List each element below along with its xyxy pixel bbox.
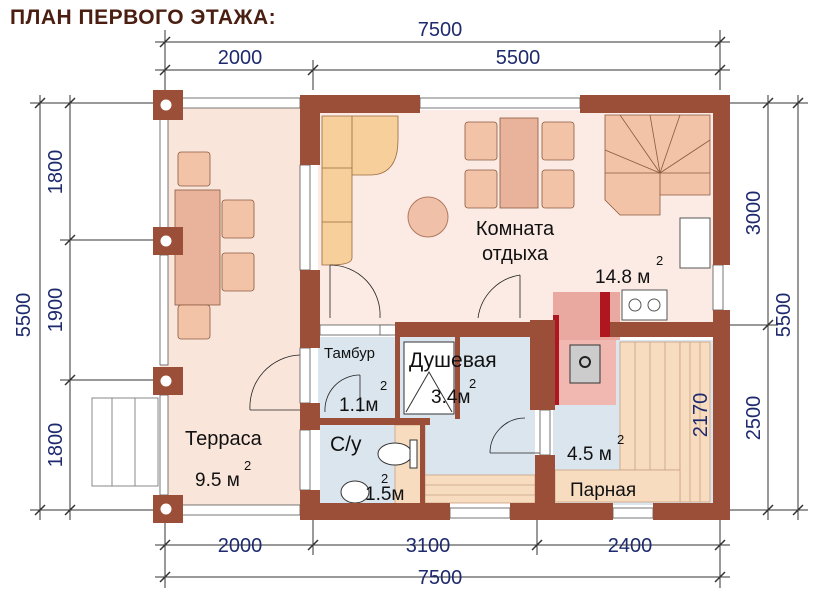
shower-tray [403, 341, 455, 415]
terrace-area: 9.5 м [195, 470, 240, 491]
living-room-area: 14.8 м [595, 267, 650, 288]
wc-area: 1.5м [365, 484, 404, 505]
dimension-ticks [34, 36, 804, 583]
post-rings [159, 98, 173, 516]
tambur-area-sup: 2 [380, 378, 387, 393]
dim-left-1: 1800 [45, 150, 67, 195]
tambur-name: Тамбур [324, 345, 375, 362]
dim-top-right: 5500 [496, 47, 541, 69]
doors [249, 264, 540, 454]
wc-area-sup: 2 [381, 471, 388, 486]
dim-sauna-inner: 2170 [690, 393, 712, 438]
terrace-name: Терраса [185, 428, 263, 450]
dim-right-total: 5500 [773, 293, 795, 338]
dim-bottom-total: 7500 [418, 567, 463, 589]
wc-name: С/у [330, 433, 362, 456]
tambur-floor [318, 337, 396, 419]
plan-title: ПЛАН ПЕРВОГО ЭТАЖА: [10, 6, 277, 29]
shower-area: 3.4м [431, 387, 470, 408]
sauna-area-sup: 2 [617, 432, 624, 447]
dim-left-2: 1900 [45, 288, 67, 333]
terrace-steps [91, 397, 159, 487]
living-room-name-2: отдыха [482, 243, 549, 265]
stove [553, 292, 620, 405]
round-table [407, 196, 449, 238]
walls [300, 95, 730, 520]
dim-top-left: 2000 [218, 47, 263, 69]
sauna-area: 4.5 м [567, 444, 612, 465]
dim-bottom-1: 2000 [218, 535, 263, 557]
staircase [604, 114, 711, 216]
dim-bottom-2: 3100 [406, 535, 451, 557]
tambur-area: 1.1м [339, 395, 378, 416]
sofa [321, 115, 399, 266]
terrace-posts [153, 90, 183, 523]
dim-bottom-3: 2400 [608, 535, 653, 557]
sauna-name: Парная [570, 480, 636, 501]
sink [679, 217, 711, 269]
windows [159, 97, 724, 519]
dim-left-3: 1800 [45, 423, 67, 468]
shower-name: Душевая [409, 349, 497, 372]
shower-area-sup: 2 [469, 376, 476, 391]
terrace-area-sup: 2 [244, 458, 251, 473]
dim-right-upper: 3000 [743, 191, 765, 236]
dining-set [174, 117, 575, 340]
dim-right-lower: 2500 [743, 396, 765, 441]
toilet [377, 442, 413, 466]
living-room-area-sup: 2 [656, 253, 663, 268]
living-room-name-1: Комната [476, 218, 555, 240]
dim-left-total: 5500 [13, 293, 35, 338]
dim-top-total: 7500 [418, 19, 463, 41]
